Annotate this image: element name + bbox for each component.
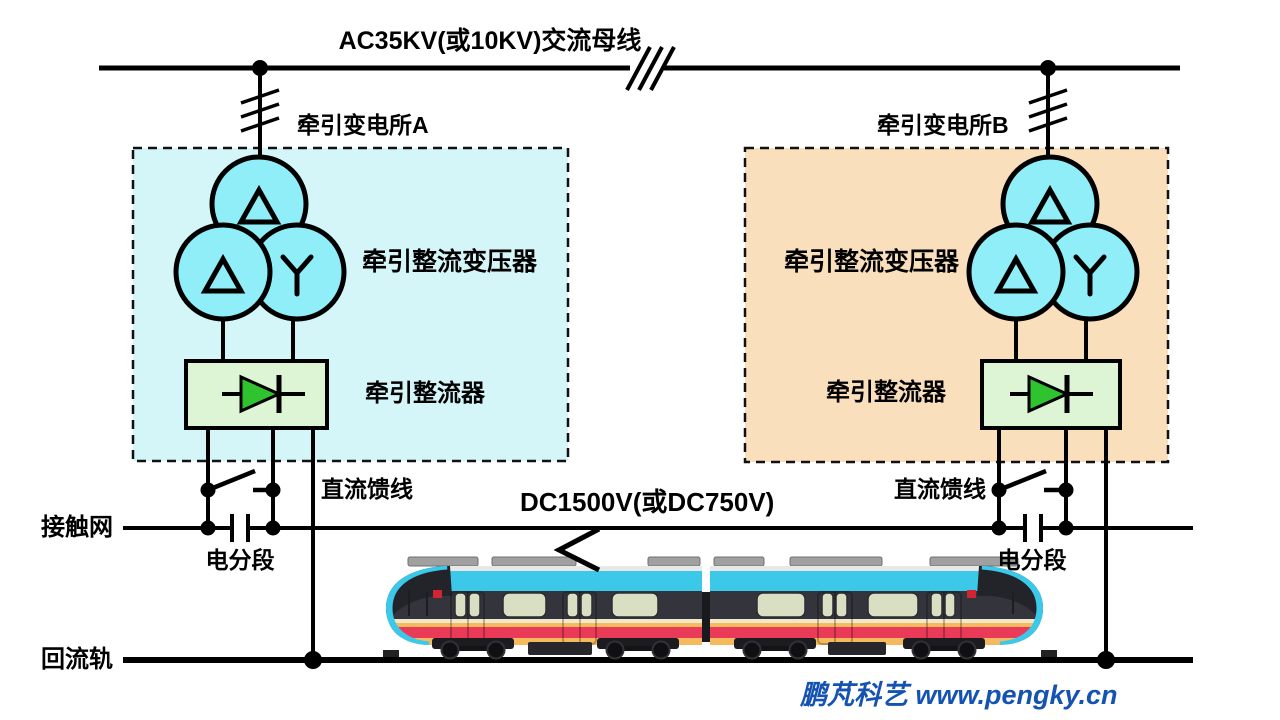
catenary-dot bbox=[200, 520, 216, 536]
diode-icon bbox=[222, 374, 305, 414]
front-coupler bbox=[383, 650, 399, 657]
delta-winding-icon bbox=[236, 184, 282, 225]
watermark-text: 鹏芃科艺 www.pengky.cn bbox=[800, 680, 1118, 710]
catenary-dot bbox=[265, 520, 281, 536]
delta-winding-icon bbox=[993, 253, 1039, 294]
train-car-front bbox=[386, 566, 702, 645]
section-insulator bbox=[230, 514, 250, 542]
cab-handrail bbox=[408, 590, 428, 616]
section-insulator bbox=[1023, 514, 1043, 542]
isolator-slashes-icon bbox=[1028, 88, 1068, 133]
metro-train bbox=[383, 556, 1057, 660]
disconnector-switch bbox=[991, 468, 1074, 498]
catenary-dot bbox=[1058, 520, 1074, 536]
isolator-slashes-icon bbox=[240, 88, 280, 133]
transformer-b-label: 牵引整流变压器 bbox=[784, 248, 960, 276]
delta-winding-icon bbox=[200, 253, 246, 294]
catenary-dot bbox=[991, 520, 1007, 536]
wye-winding-icon bbox=[280, 254, 314, 297]
catenary-label: 接触网 bbox=[41, 514, 113, 541]
diode-icon bbox=[1010, 374, 1093, 414]
substation-a bbox=[173, 66, 347, 660]
window bbox=[756, 592, 956, 618]
bogie bbox=[597, 638, 679, 660]
bogie bbox=[432, 638, 514, 660]
roof-equipment bbox=[407, 556, 1019, 567]
section-b-label: 电分段 bbox=[997, 547, 1067, 573]
bogie bbox=[903, 638, 985, 660]
rail-dot bbox=[304, 651, 322, 669]
substation-b bbox=[966, 66, 1140, 660]
bus-break-icon bbox=[625, 46, 676, 91]
rail-dot bbox=[1097, 651, 1115, 669]
dc-voltage-label: DC1500V(或DC750V) bbox=[520, 487, 775, 517]
underfloor-box bbox=[528, 642, 592, 655]
train-car-rear bbox=[710, 566, 1043, 645]
substation-b-label: 牵引变电所B bbox=[877, 112, 1009, 138]
rectifier-a bbox=[184, 359, 329, 430]
bogie bbox=[734, 638, 816, 660]
window bbox=[454, 592, 659, 618]
wye-winding-icon bbox=[1073, 254, 1107, 297]
rectifier-b bbox=[980, 359, 1122, 430]
rectifier-a-label: 牵引整流器 bbox=[365, 380, 485, 407]
pantograph-icon bbox=[553, 526, 601, 573]
return-rail-label: 回流轨 bbox=[41, 646, 113, 673]
transformer-b bbox=[966, 154, 1140, 322]
substation-a-label: 牵引变电所A bbox=[297, 112, 429, 138]
rectifier-b-label: 牵引整流器 bbox=[826, 379, 946, 406]
dc-feeder-b-label: 直流馈线 bbox=[894, 476, 986, 502]
delta-winding-icon bbox=[1027, 184, 1073, 225]
rear-coupler bbox=[1041, 650, 1057, 657]
disconnector-switch bbox=[200, 468, 281, 498]
operator-logo bbox=[967, 590, 976, 598]
transformer-a-label: 牵引整流变压器 bbox=[362, 248, 538, 276]
operator-logo bbox=[433, 590, 442, 598]
underfloor-box bbox=[828, 642, 886, 655]
transformer-a bbox=[173, 154, 347, 322]
section-a-label: 电分段 bbox=[205, 547, 275, 573]
dc-feeder-a-label: 直流馈线 bbox=[321, 476, 413, 502]
ac-bus-label: AC35KV(或10KV)交流母线 bbox=[338, 27, 642, 55]
